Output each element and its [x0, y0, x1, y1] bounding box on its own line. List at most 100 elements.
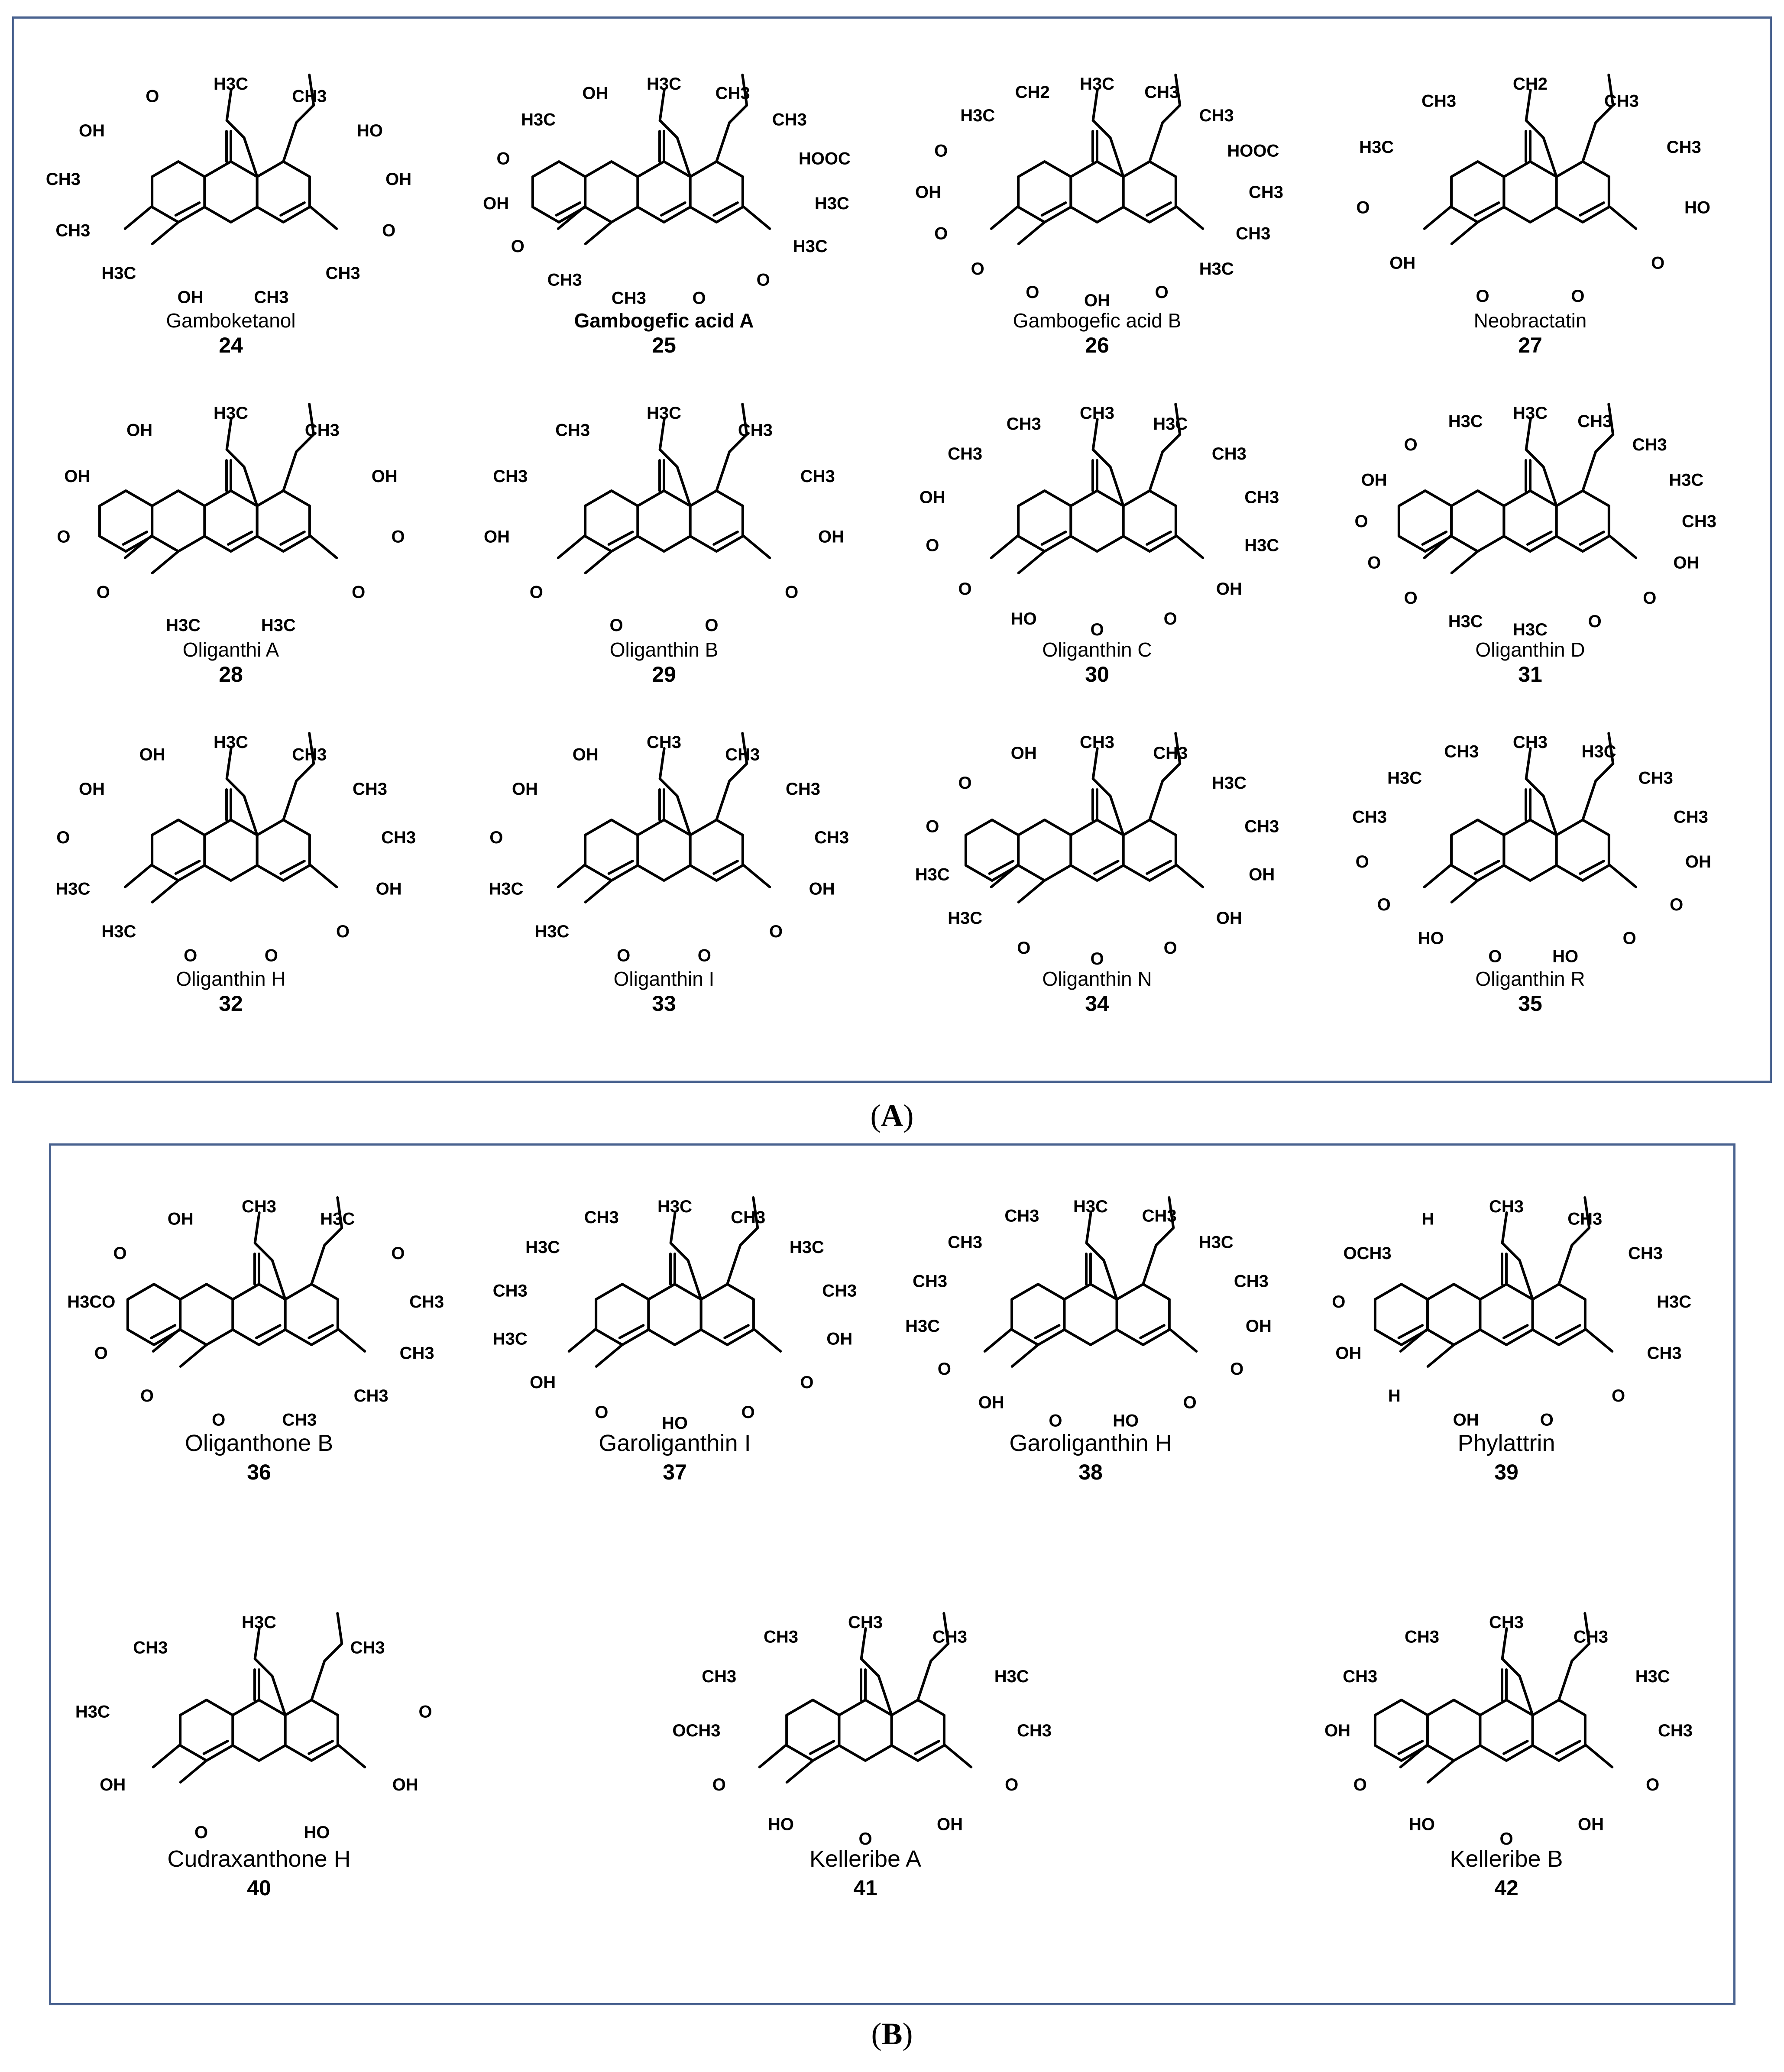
- substituent-bond: [1399, 1328, 1428, 1353]
- atom-label: HO: [1418, 929, 1444, 948]
- substituent-bond: [1450, 550, 1479, 574]
- atom-label: O: [1183, 1393, 1197, 1412]
- double-bond: [1502, 1740, 1529, 1755]
- atom-label: O: [1670, 895, 1683, 914]
- atom-label: O: [858, 1829, 872, 1849]
- atom-label: O: [57, 528, 70, 547]
- substituent-bond: [123, 864, 152, 888]
- compound-number: 28: [219, 662, 243, 686]
- atom-label: O: [1488, 947, 1502, 966]
- ring-bond: [1017, 819, 1072, 882]
- atom-label: CH3: [584, 1208, 619, 1227]
- substituent-bond: [584, 550, 613, 574]
- atom-label: H3C: [647, 74, 681, 94]
- atom-label: OH: [79, 780, 105, 799]
- atom-label: OH: [1673, 554, 1699, 573]
- atom-label: O: [1049, 1412, 1062, 1431]
- prenyl-chain: [658, 89, 692, 178]
- atom-label: HO: [1684, 198, 1710, 217]
- atom-label: O: [617, 946, 630, 965]
- atom-label: CH3: [1004, 1207, 1039, 1226]
- double-bond: [122, 531, 149, 546]
- substituent-bond: [151, 221, 180, 245]
- prenyl-chain: [225, 747, 259, 836]
- compound-number: 25: [652, 333, 676, 357]
- substituent-bond: [1609, 206, 1638, 230]
- atom-label: O: [800, 1373, 813, 1392]
- atom-label: OH: [1578, 1815, 1604, 1834]
- ring-bond: [203, 819, 259, 882]
- double-bond: [1579, 531, 1605, 546]
- substituent-bond: [584, 221, 613, 245]
- atom-label: OH: [376, 880, 402, 899]
- atom-label: H3C: [1582, 742, 1616, 761]
- atom-label: H3C: [793, 237, 828, 256]
- atom-label: CH3: [814, 828, 849, 847]
- atom-label: CH3: [1017, 1721, 1052, 1740]
- atom-label: CH3: [354, 1386, 389, 1405]
- compound-number: 39: [1494, 1460, 1519, 1484]
- atom-label: O: [785, 583, 798, 602]
- atom-label: OH: [483, 194, 509, 213]
- compound-name: Neobractatin: [1473, 309, 1587, 332]
- prenyl-chain: [1501, 1627, 1534, 1716]
- substituent-bond: [1585, 1328, 1614, 1353]
- substituent-bond: [785, 1759, 814, 1784]
- atom-label: CH3: [1638, 769, 1673, 788]
- prenyl-chain: [282, 74, 315, 163]
- atom-label: OH: [1361, 470, 1387, 489]
- atom-label: CH3: [786, 780, 820, 799]
- atom-label: H: [1388, 1386, 1401, 1405]
- atom-label: CH3: [55, 221, 90, 240]
- atom-label: OH: [512, 780, 538, 799]
- atom-label: H3C: [994, 1667, 1029, 1686]
- substituent-bond: [1017, 550, 1046, 574]
- atom-label: H3C: [214, 733, 248, 752]
- atom-label: H3C: [242, 1613, 276, 1632]
- atom-label: O: [56, 828, 70, 847]
- atom-label: CH3: [647, 733, 681, 752]
- atom-label: O: [971, 259, 984, 278]
- substituent-bond: [309, 206, 338, 230]
- atom-label: CH3: [381, 828, 416, 847]
- compound-number: 29: [652, 662, 676, 686]
- ring-bond: [1426, 1283, 1482, 1346]
- atom-label: H3C: [101, 264, 136, 283]
- atom-label: CH3: [547, 270, 582, 289]
- atom-label: HO: [768, 1815, 794, 1834]
- substituent-bond: [983, 1328, 1012, 1353]
- atom-label: OH: [826, 1330, 852, 1349]
- compound-number: 30: [1085, 662, 1109, 686]
- double-bond: [809, 1740, 835, 1755]
- substituent-bond: [1450, 879, 1479, 903]
- compound-name: Oliganthin D: [1475, 638, 1585, 661]
- atom-label: CH3: [242, 1197, 276, 1216]
- substituent-bond: [1175, 206, 1204, 230]
- atom-label: CH3: [555, 421, 590, 440]
- substituent-bond: [1423, 535, 1452, 559]
- atom-label: OH: [64, 467, 90, 486]
- atom-label: CH3: [1234, 1272, 1269, 1291]
- substituent-bond: [758, 1744, 787, 1768]
- atom-label: O: [194, 1823, 208, 1842]
- atom-label: H3C: [960, 106, 995, 125]
- compound-number: 42: [1494, 1876, 1519, 1900]
- double-bond: [1555, 1324, 1581, 1339]
- atom-label: O: [1588, 612, 1602, 631]
- compound-name: Gamboketanol: [166, 309, 296, 332]
- atom-label: CH3: [1489, 1197, 1524, 1216]
- compound-name: Oliganthin C: [1042, 638, 1152, 661]
- atom-label: H3C: [1513, 404, 1548, 423]
- atom-label: OH: [530, 1373, 556, 1392]
